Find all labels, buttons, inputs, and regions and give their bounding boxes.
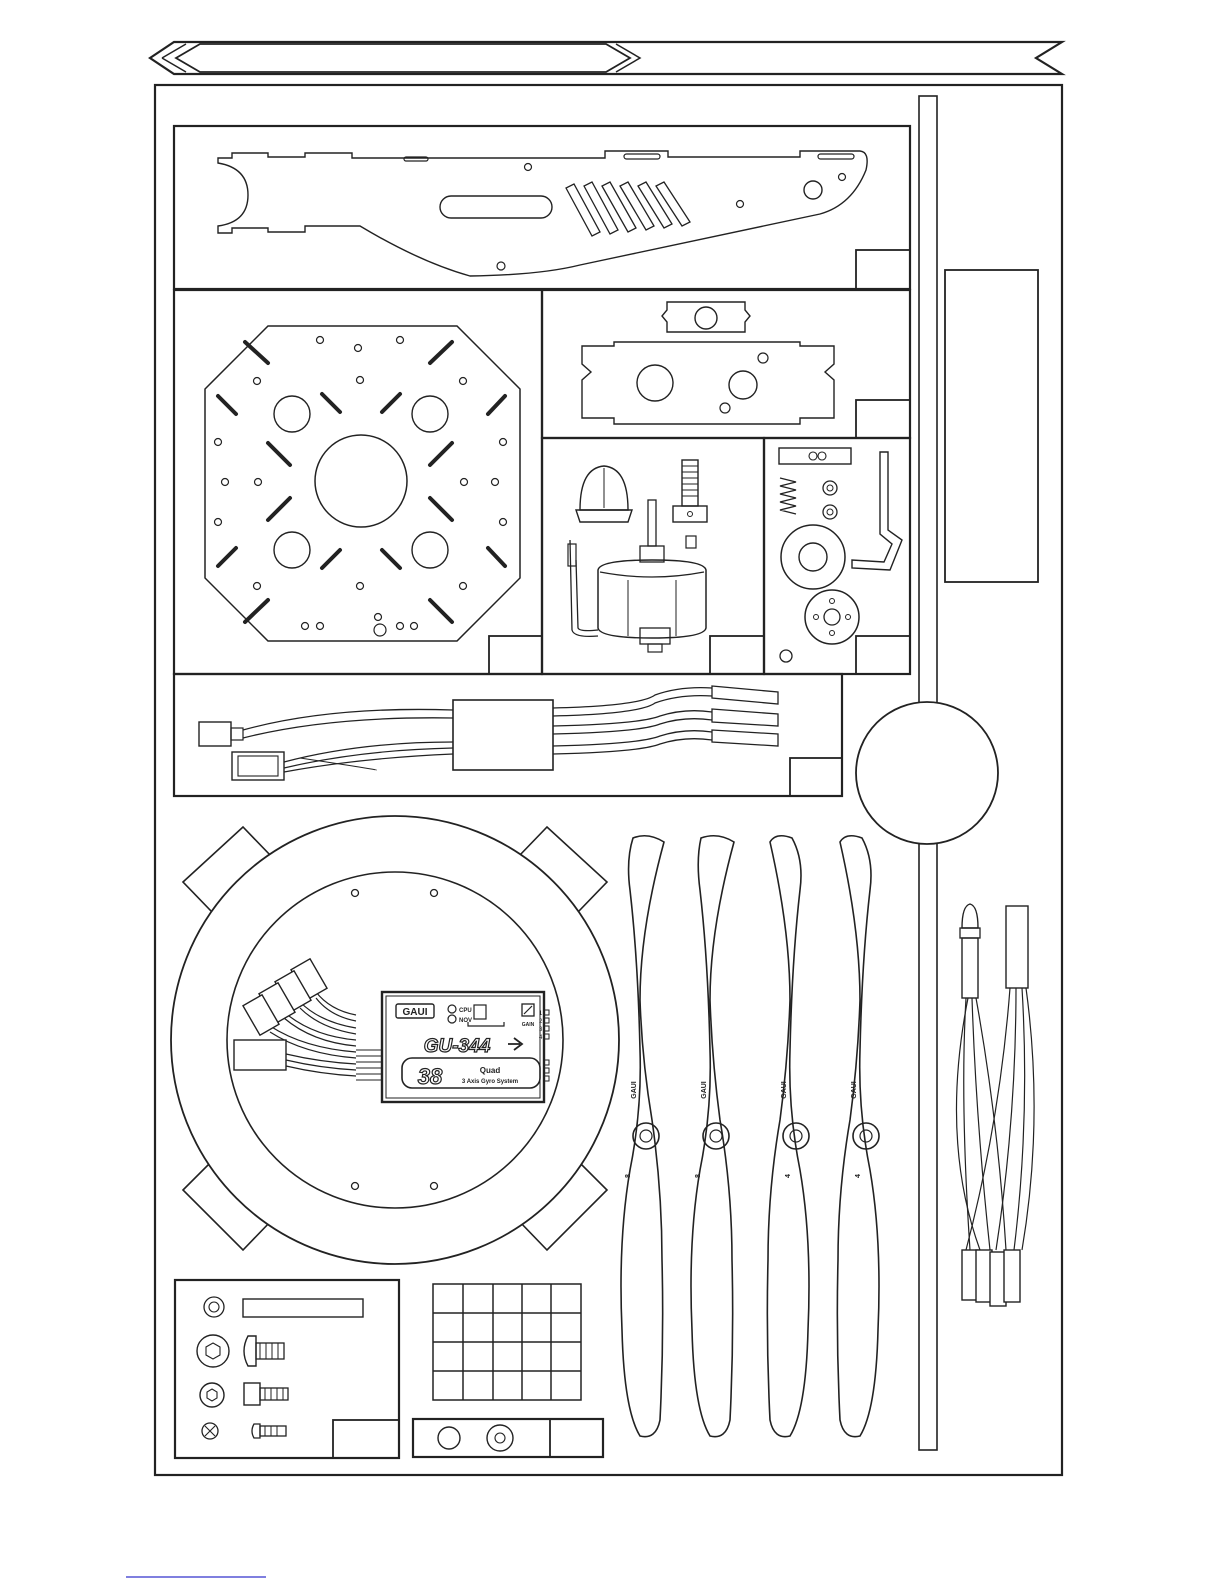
center-plate-compartment <box>174 290 542 674</box>
propeller-1-pitch: 8 <box>625 1174 632 1178</box>
propeller-1 <box>621 836 664 1437</box>
controller-gain-label: GAIN <box>522 1022 535 1028</box>
small-hardware-compartment <box>764 438 910 674</box>
propeller-3-pitch: 4 <box>785 1174 792 1178</box>
controller-logo-mark: 38 <box>418 1064 443 1089</box>
propeller-1-brand: GAUI <box>631 1081 638 1099</box>
esc-compartment <box>174 674 842 796</box>
controller-description: 3 Axis Gyro System <box>462 1079 518 1085</box>
propeller-2-brand: GAUI <box>701 1081 708 1099</box>
label-panel <box>945 270 1038 582</box>
propeller-4 <box>837 836 879 1437</box>
propeller-2 <box>691 836 734 1437</box>
power-harness <box>956 904 1034 1306</box>
controller-indicator-nov: NOV <box>459 1018 472 1024</box>
small-parts-grid <box>433 1284 581 1400</box>
propeller-3 <box>767 836 809 1437</box>
motor-compartment <box>542 438 764 674</box>
propeller-2-pitch: 8 <box>695 1174 702 1178</box>
propeller-4-brand: GAUI <box>851 1081 858 1099</box>
propeller-4-pitch: 4 <box>855 1174 862 1178</box>
header-banner <box>150 42 1062 74</box>
propeller-3-brand: GAUI <box>781 1081 788 1099</box>
controller-subtitle: Quad <box>480 1066 501 1075</box>
motor-mount-compartment <box>542 290 910 438</box>
arm-plate-compartment <box>174 126 910 289</box>
screws-compartment <box>175 1280 399 1458</box>
propellers <box>621 836 879 1437</box>
controller-indicator-cpu: CPU <box>459 1008 472 1014</box>
controller-model: GU-344 <box>424 1036 491 1057</box>
spacer-compartment <box>413 1419 603 1457</box>
controller-brand: GAUI <box>403 1007 428 1018</box>
